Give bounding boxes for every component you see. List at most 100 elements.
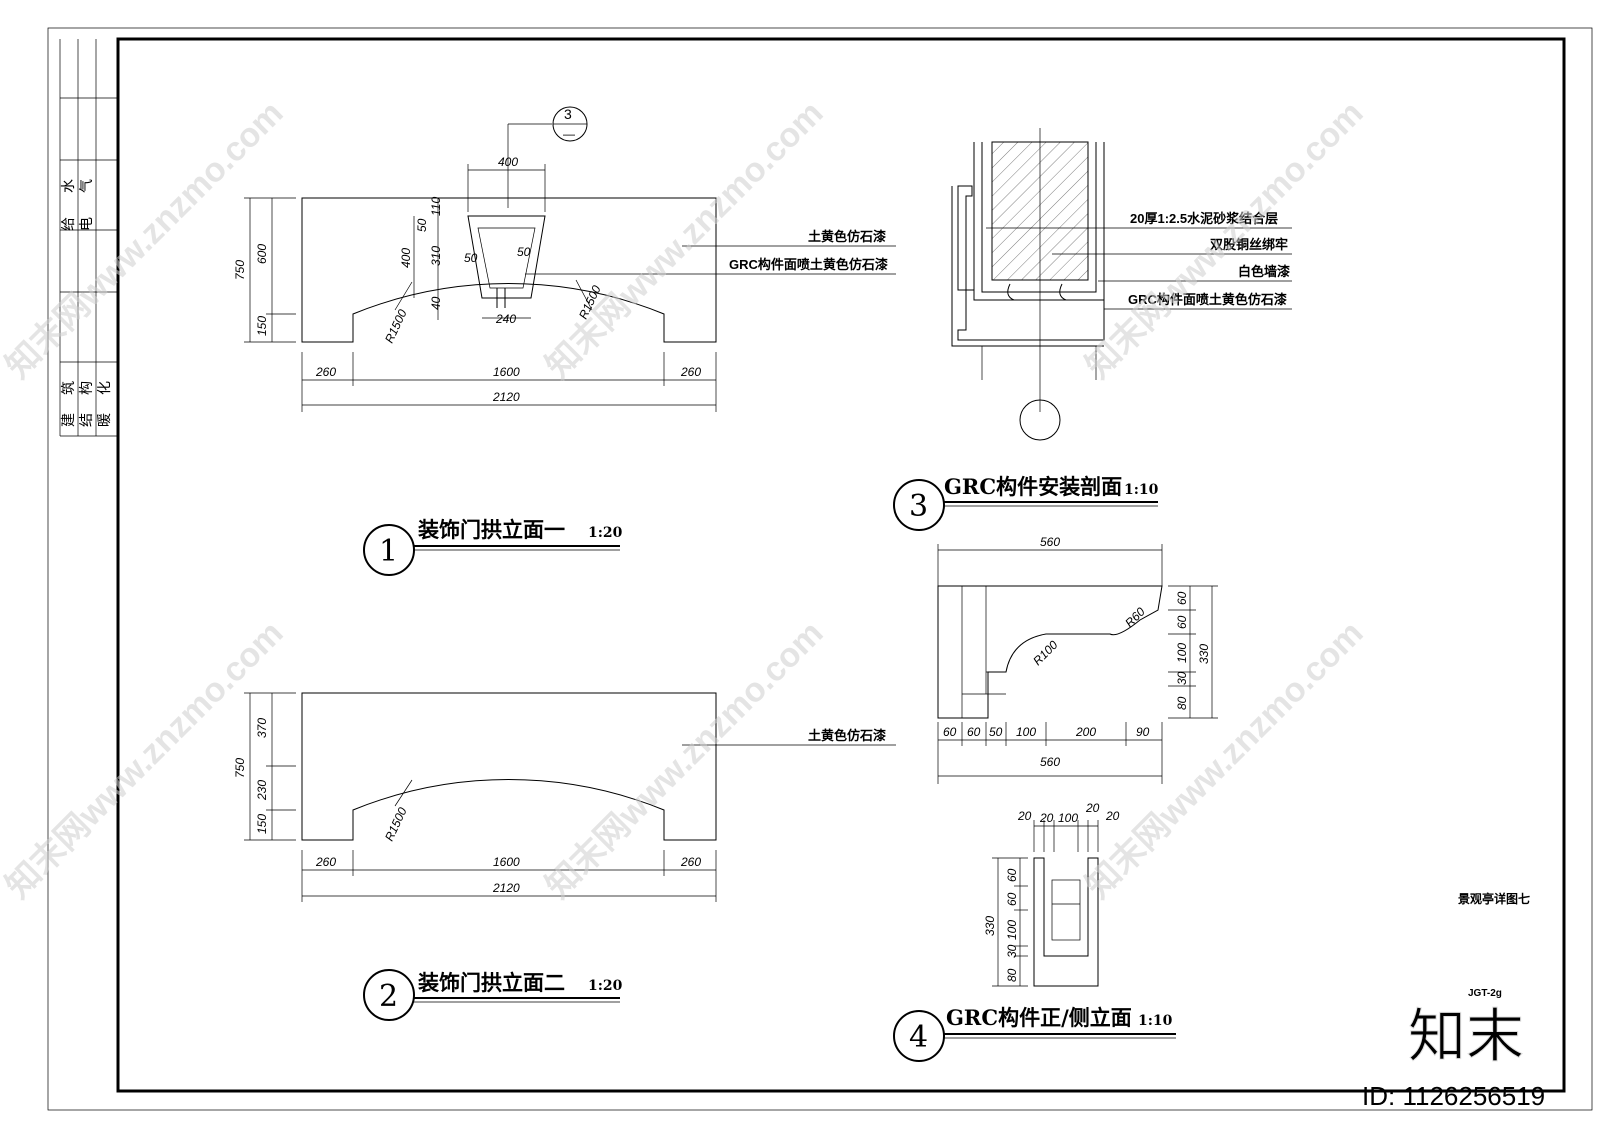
arch2-outline — [301, 692, 717, 841]
side-profile-outline — [937, 585, 1163, 719]
watermark-id: ID: 1126256519 — [1362, 1081, 1545, 1111]
dim-d2-1600: 1600 — [493, 855, 520, 869]
title-strip: 建 结 暖 筑 构 化 给 电 水 气 — [59, 39, 118, 437]
dim-d1-2120: 2120 — [492, 390, 520, 404]
dim-side-b-90: 90 — [1136, 725, 1150, 739]
strip-label-zhu: 筑 — [60, 381, 76, 395]
arch1-keystone — [467, 215, 546, 299]
drawing-3-title: GRC构件安装剖面 — [944, 474, 1122, 499]
strip-label-nuan: 暖 — [96, 413, 112, 427]
watermark-text-3: 知末网www.znzmo.com — [1079, 94, 1371, 386]
dim-d1-260-l: 260 — [315, 365, 336, 379]
dim-side-b-200: 200 — [1075, 725, 1096, 739]
note-d3-wall-paint: 白色墙漆 — [1238, 264, 1290, 279]
dim-d1-400-v: 400 — [399, 248, 413, 268]
dim-d4-l-30: 30 — [1005, 944, 1019, 958]
drawing-1-number: 1 — [379, 534, 398, 569]
sheet-code: JGT-2g — [1468, 988, 1502, 999]
dim-side-r-30: 30 — [1175, 671, 1189, 685]
dim-d2-r1500: R1500 — [382, 805, 410, 843]
note-d3-mortar: 20厚1:2.5水泥砂浆结合层 — [1130, 211, 1278, 226]
dim-d2-150: 150 — [255, 814, 269, 834]
callout-3-bottom: — — [563, 127, 575, 141]
dim-d4-l-100: 100 — [1005, 920, 1019, 940]
dim-side-r-60a: 60 — [1175, 591, 1189, 605]
dim-side-r-100: 100 — [1175, 643, 1189, 663]
section-marker-circle — [1019, 399, 1061, 441]
drawing-3-install-section: 20厚1:2.5水泥砂浆结合层 双股铜丝绑牢 白色墙漆 GRC构件面喷土黄色仿石… — [893, 128, 1292, 531]
dim-side-b-60a: 60 — [943, 725, 957, 739]
front-inner-rect — [1051, 879, 1081, 941]
dim-d4-top-20b: 20 — [1039, 811, 1054, 825]
drawing-3-number-circle — [893, 479, 945, 531]
dim-side-top-560: 560 — [1040, 535, 1060, 549]
drawing-3-number: 3 — [909, 489, 928, 524]
dim-d4-top-20c: 20 — [1085, 801, 1100, 815]
dim-d1-r1500-l: R1500 — [382, 307, 410, 345]
drawing-1-title: 装饰门拱立面一 — [418, 517, 565, 542]
dim-d1-310: 310 — [429, 246, 443, 266]
front-outline — [1033, 857, 1099, 987]
drawing-2-title: 装饰门拱立面二 — [418, 970, 565, 995]
dim-side-b-50: 50 — [989, 725, 1003, 739]
dim-d4-l-80: 80 — [1005, 968, 1019, 982]
watermark-text-6: 知末网www.znzmo.com — [1079, 614, 1371, 906]
note-d2-stone-paint: 土黄色仿石漆 — [808, 728, 886, 743]
dim-side-bottom-560: 560 — [1040, 755, 1060, 769]
drawing-4-number: 4 — [909, 1020, 928, 1055]
callout-3-top: 3 — [564, 106, 572, 122]
drawing-4-scale: 1:10 — [1138, 1013, 1173, 1029]
dim-d2-230: 230 — [255, 780, 269, 801]
strip-label-shui: 水 — [60, 179, 76, 193]
dim-side-r60: R60 — [1122, 604, 1148, 630]
grc-component-profile — [957, 185, 1105, 341]
dim-d1-260-r: 260 — [680, 365, 701, 379]
dim-side-r-80: 80 — [1175, 696, 1189, 710]
wall-core — [991, 141, 1089, 281]
drawing-2-arch-elevation: 260 1600 260 2120 750 370 230 150 R1500 … — [233, 692, 896, 1021]
strip-label-jian: 建 — [60, 413, 76, 427]
dim-d2-260-r: 260 — [680, 855, 701, 869]
dim-side-r100: R100 — [1030, 638, 1060, 668]
dim-d4-l-330: 330 — [983, 916, 997, 936]
note-d1-stone-paint: 土黄色仿石漆 — [808, 229, 886, 244]
drawing-1-arch-elevation: 3 — 400 240 50 50 260 1600 260 2120 750 … — [233, 106, 896, 576]
dim-side-b-100: 100 — [1016, 725, 1036, 739]
arch1-keystone-inner — [477, 227, 536, 289]
strip-label-hua: 化 — [96, 381, 112, 395]
inner-frame — [116, 37, 1566, 1093]
dim-side-b-60b: 60 — [967, 725, 981, 739]
note-d3-copper-wire: 双股铜丝绑牢 — [1210, 237, 1288, 252]
drawing-3-scale: 1:10 — [1124, 482, 1159, 498]
dim-d1-1600: 1600 — [493, 365, 520, 379]
dim-d2-2120: 2120 — [492, 881, 520, 895]
dim-side-r-60b: 60 — [1175, 615, 1189, 629]
drawing-2-scale: 1:20 — [588, 978, 623, 994]
watermark-logo: 知末 — [1408, 1004, 1524, 1069]
dim-d4-l-60b: 60 — [1005, 892, 1019, 906]
dim-d1-240: 240 — [495, 312, 516, 326]
dim-d1-150: 150 — [255, 316, 269, 336]
dim-d4-top-100: 100 — [1058, 811, 1078, 825]
dim-d1-inner-50-r: 50 — [517, 245, 531, 259]
dim-d1-inner-50-l: 50 — [464, 251, 478, 265]
strip-label-dian: 电 — [78, 217, 94, 231]
drawing-4-title: GRC构件正/侧立面 — [946, 1005, 1132, 1030]
dim-d1-50: 50 — [415, 218, 429, 232]
strip-label-gou: 构 — [78, 381, 94, 395]
strip-label-qi: 气 — [78, 179, 94, 193]
dim-d1-110: 110 — [429, 197, 443, 216]
dim-d2-260-l: 260 — [315, 855, 336, 869]
drawing-4-front-side-elevation: 20 20 100 20 20 60 60 100 30 80 330 4 GR… — [893, 801, 1176, 1062]
dim-d1-750: 750 — [233, 260, 247, 280]
note-d1-grc-paint: GRC构件面喷土黄色仿石漆 — [729, 257, 888, 272]
arch1-outline — [301, 197, 717, 343]
strip-label-jie: 结 — [78, 413, 94, 427]
dim-d4-l-60a: 60 — [1005, 868, 1019, 882]
dim-d1-40: 40 — [429, 296, 443, 310]
dim-d2-750: 750 — [233, 758, 247, 778]
drawing-1-scale: 1:20 — [588, 525, 623, 541]
strip-label-gei: 给 — [60, 217, 76, 231]
drawing-2-number: 2 — [379, 979, 398, 1014]
